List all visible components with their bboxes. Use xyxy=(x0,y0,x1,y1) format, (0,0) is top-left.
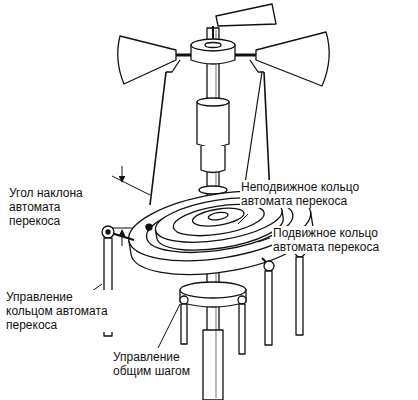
label-text: Подвижное кольцо автомата перекоса xyxy=(272,226,406,254)
label-text: Управление общим шагом xyxy=(112,350,202,378)
control-rod xyxy=(265,271,272,345)
pitch-link xyxy=(244,72,262,190)
label-text: Угол наклона автомата перекоса xyxy=(8,186,102,228)
pitch-link xyxy=(150,72,166,205)
rotor-blade xyxy=(118,36,176,84)
label-text: Неподвижное кольцо автомата перекоса xyxy=(240,180,382,208)
pitch-link xyxy=(264,72,270,196)
collective-rod xyxy=(239,304,245,354)
mast-collar xyxy=(197,102,229,147)
tilt-angle-marker xyxy=(112,166,150,246)
rotor-blade xyxy=(256,32,329,86)
collective-rod xyxy=(181,304,187,344)
rotor-blade xyxy=(216,4,276,26)
leader-line xyxy=(88,214,270,348)
mast-lower xyxy=(203,330,223,400)
label-text: Управление кольцом автомата перекоса xyxy=(5,290,113,332)
rotor-hub xyxy=(191,39,235,51)
control-rod xyxy=(296,257,303,335)
